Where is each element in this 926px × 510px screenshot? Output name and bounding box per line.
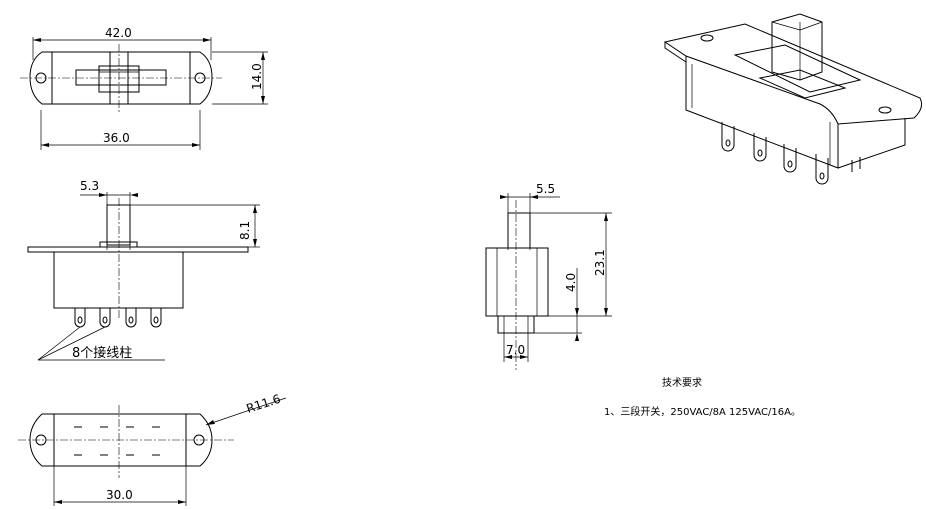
- terminals-note: 8个接线柱: [72, 345, 132, 361]
- dim-overall-width: 42.0: [105, 26, 132, 40]
- tech-requirements: 技术要求 1、三段开关，250VAC/8A 125VAC/16A。: [604, 376, 801, 418]
- bottom-view: R11.6 30.0: [18, 392, 287, 506]
- dim-radius: R11.6: [245, 392, 283, 416]
- front-view: 5.3 8.1 8个接线柱: [27, 179, 260, 361]
- dim-side-slider-width: 5.5: [536, 182, 555, 196]
- dim-terminal-span: 7.0: [506, 343, 525, 357]
- dim-total-height: 23.1: [593, 249, 607, 276]
- tech-heading: 技术要求: [662, 376, 702, 389]
- isometric-view: [663, 13, 922, 185]
- terminals: [74, 308, 162, 328]
- iso-terminals: [721, 122, 861, 185]
- dim-hole-spacing: 36.0: [103, 131, 130, 145]
- terminal-slots: [74, 426, 160, 456]
- side-view: 5.5 23.1 4.0 7.0: [485, 182, 612, 370]
- top-view: 42.0 14.0 36.0: [20, 26, 268, 150]
- tech-item-1: 1、三段开关，250VAC/8A 125VAC/16A。: [604, 405, 801, 418]
- dim-slider-width: 5.3: [80, 179, 99, 193]
- dim-height: 14.0: [250, 63, 264, 90]
- dim-body-width: 30.0: [106, 488, 133, 502]
- dim-terminal-length: 4.0: [564, 273, 578, 292]
- dim-slider-height: 8.1: [238, 221, 252, 240]
